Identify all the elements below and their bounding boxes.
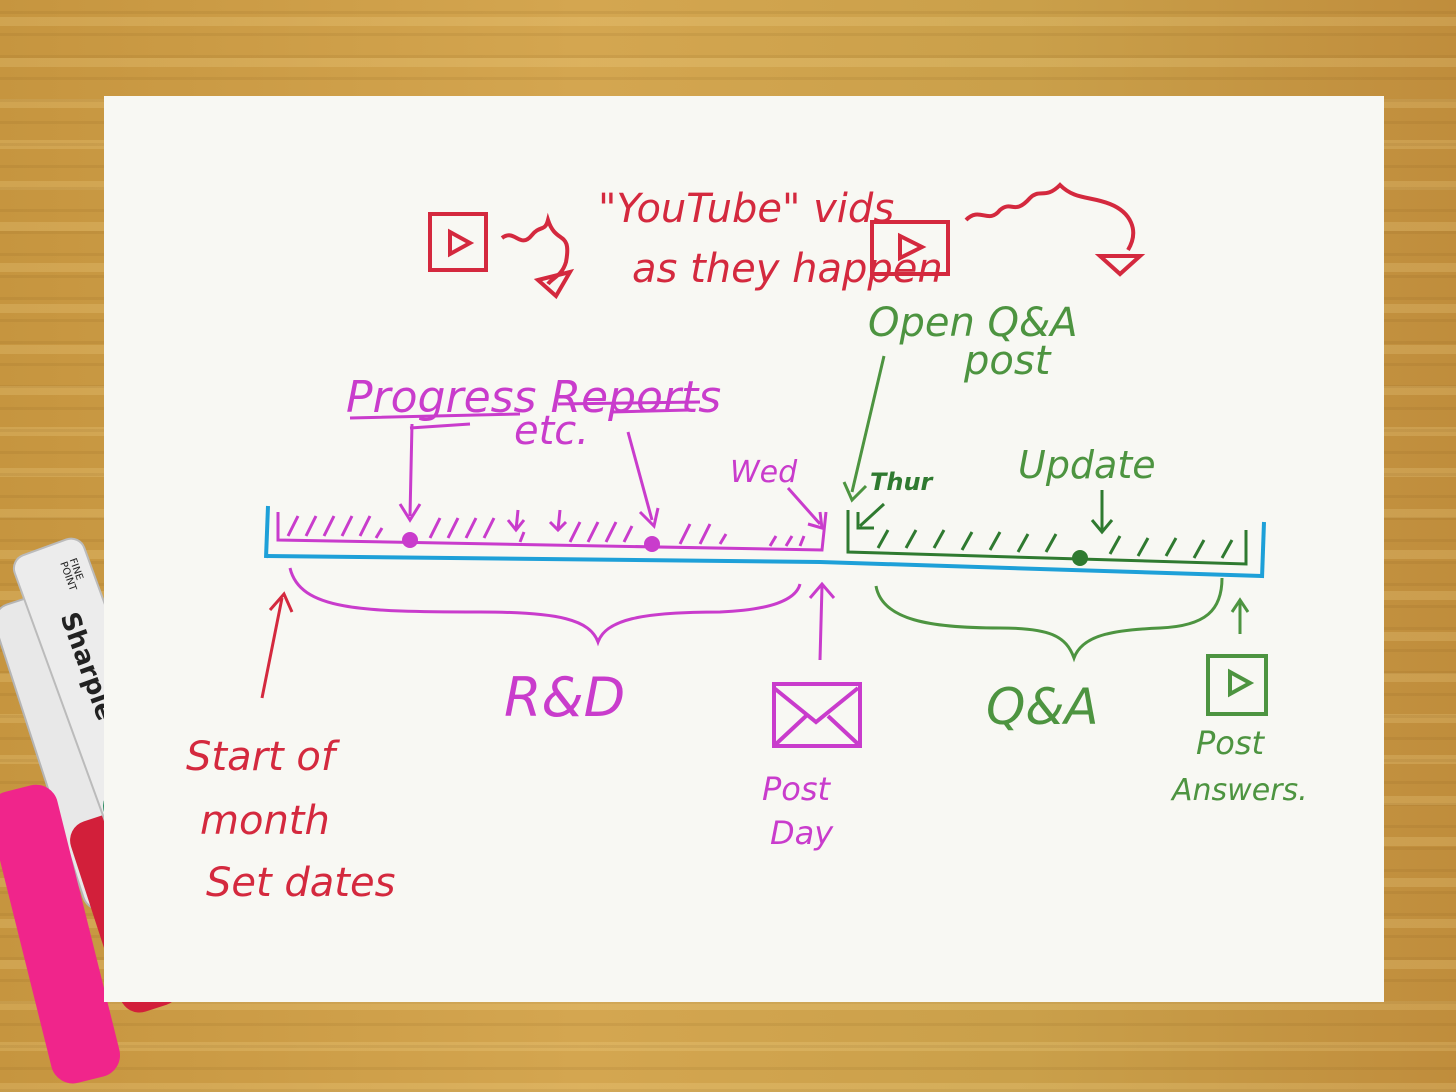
underline [349, 400, 701, 430]
open-qa-arrow [850, 355, 886, 493]
qa-label: Q&A [986, 678, 1099, 736]
progress-reports-label: Progress Reports [346, 372, 721, 423]
play-video-icon [870, 220, 950, 276]
open-qa-line1: Open Q&A [868, 300, 1078, 346]
start-arrow [260, 591, 294, 699]
update-arrow [1090, 490, 1114, 535]
progress-arrow-right [626, 431, 660, 529]
post-day-line2: Day [770, 814, 834, 852]
squiggle-arrow [964, 182, 1136, 252]
update-label: Update [1018, 443, 1156, 487]
qa-segment [846, 510, 1248, 566]
timeline-axis [265, 554, 1263, 578]
rd-label: R&D [504, 666, 625, 729]
progress-arrow-left [398, 423, 422, 523]
youtube-line1: "YouTube" vids [598, 186, 894, 232]
youtube-line2: as they happen [632, 246, 943, 292]
update-dot [1072, 550, 1088, 566]
start-line2: month [200, 798, 330, 844]
progress-report-dot [644, 536, 660, 552]
start-line1: Start of [186, 734, 341, 780]
progress-report-dot [402, 532, 418, 548]
post-answers-line2: Answers. [1170, 773, 1308, 808]
play-video-icon [1206, 654, 1268, 716]
arrowhead [842, 481, 868, 503]
timeline-end-tick [1260, 521, 1266, 579]
wed-label: Wed [730, 455, 798, 490]
rd-segment [276, 509, 828, 552]
arrowhead [533, 268, 575, 300]
wed-arrow [786, 487, 824, 531]
thur-label: Thur [870, 468, 935, 496]
post-day-line1: Post [762, 770, 832, 808]
thur-arrow [856, 502, 886, 530]
post-day-arrow [808, 581, 836, 661]
play-video-icon [428, 212, 488, 272]
post-answers-arrow [1230, 597, 1250, 634]
timeline-start-tick [264, 505, 270, 559]
start-line3: Set dates [206, 860, 395, 906]
post-answers-line1: Post [1196, 724, 1266, 762]
arrowhead [1094, 254, 1146, 277]
qa-brace [874, 577, 1224, 663]
open-qa-line2: post [963, 338, 1052, 384]
squiggle-arrow [500, 212, 570, 286]
rd-brace [288, 567, 802, 647]
etc-label: etc. [514, 408, 589, 454]
envelope-icon [772, 682, 862, 748]
